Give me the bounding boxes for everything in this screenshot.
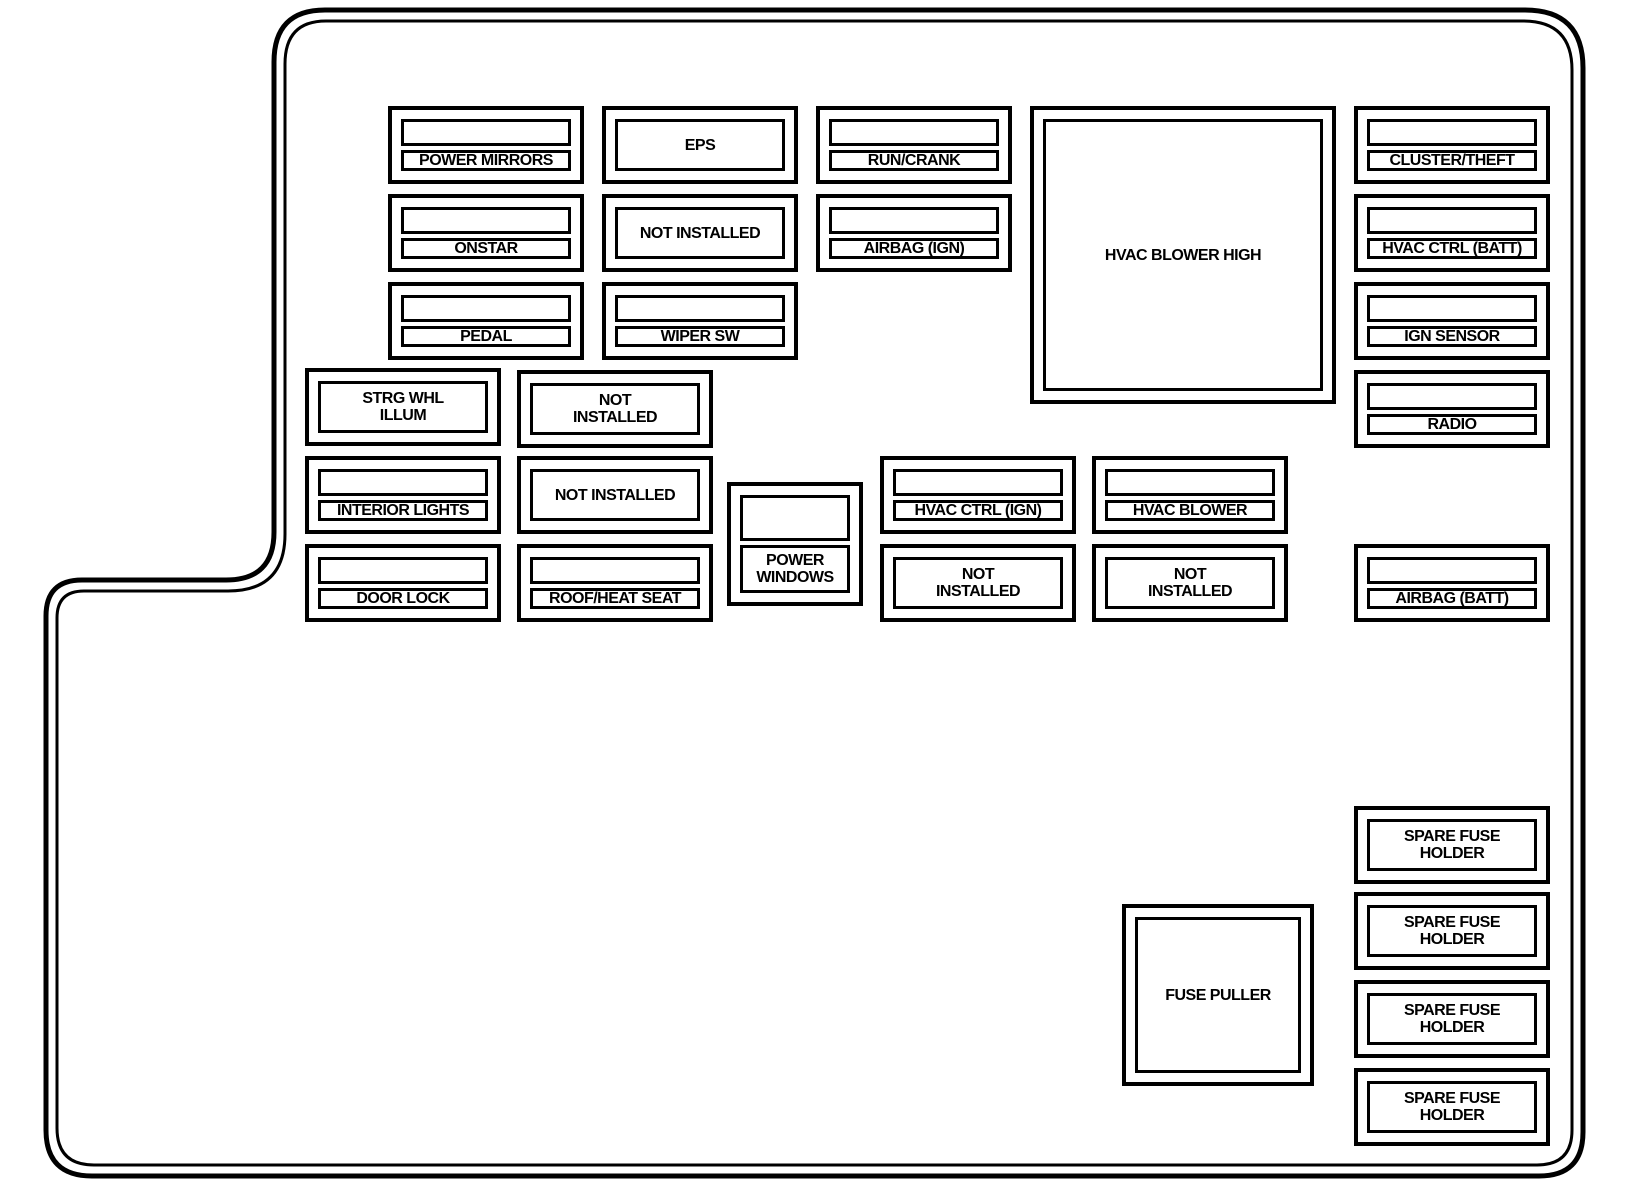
spare-fuse-holder: SPARE FUSE HOLDER: [1354, 892, 1550, 970]
fuse-label: WIPER SW: [615, 326, 785, 347]
fuse-power-mirrors: POWER MIRRORS: [388, 106, 584, 184]
fuse-label: NOT INSTALLED: [530, 383, 700, 435]
fuse-hvac-ctrl-batt: HVAC CTRL (BATT): [1354, 194, 1550, 272]
fuse-not-installed: NOT INSTALLED: [880, 544, 1076, 622]
fuse-slot: [1367, 119, 1537, 146]
fuse-label: RUN/CRANK: [829, 150, 999, 171]
fuse-slot: [615, 295, 785, 322]
fuse-label: INTERIOR LIGHTS: [318, 500, 488, 521]
fuse-label: CLUSTER/THEFT: [1367, 150, 1537, 171]
fuse-label: NOT INSTALLED: [893, 557, 1063, 609]
fuse-roof-heat-seat: ROOF/HEAT SEAT: [517, 544, 713, 622]
fuse-airbag-ign: AIRBAG (IGN): [816, 194, 1012, 272]
fuse-label: AIRBAG (BATT): [1367, 588, 1537, 609]
fuse-puller[interactable]: FUSE PULLER: [1122, 904, 1314, 1086]
fuse-label: IGN SENSOR: [1367, 326, 1537, 347]
fuse-slot: [740, 495, 850, 541]
fuse-label: HVAC BLOWER: [1105, 500, 1275, 521]
spare-fuse-holder: SPARE FUSE HOLDER: [1354, 806, 1550, 884]
fuse-not-installed: NOT INSTALLED: [517, 456, 713, 534]
spare-fuse-holder: SPARE FUSE HOLDER: [1354, 1068, 1550, 1146]
fuse-label: SPARE FUSE HOLDER: [1367, 1081, 1537, 1133]
fuse-door-lock: DOOR LOCK: [305, 544, 501, 622]
fuse-hvac-blower: HVAC BLOWER: [1092, 456, 1288, 534]
fuse-label: HVAC BLOWER HIGH: [1043, 119, 1323, 391]
fuse-run-crank: RUN/CRANK: [816, 106, 1012, 184]
fuse-label: SPARE FUSE HOLDER: [1367, 905, 1537, 957]
fuse-slot: [829, 207, 999, 234]
fuse-label: ROOF/HEAT SEAT: [530, 588, 700, 609]
fuse-slot: [1367, 207, 1537, 234]
fuse-not-installed: NOT INSTALLED: [517, 370, 713, 448]
fuse-slot: [401, 295, 571, 322]
fuse-slot: [829, 119, 999, 146]
fuse-slot: [401, 119, 571, 146]
fuse-label: PEDAL: [401, 326, 571, 347]
fuse-label: FUSE PULLER: [1135, 917, 1301, 1073]
fuse-label: SPARE FUSE HOLDER: [1367, 819, 1537, 871]
fuse-slot: [530, 557, 700, 584]
fuse-label: SPARE FUSE HOLDER: [1367, 993, 1537, 1045]
fuse-slot: [1367, 557, 1537, 584]
fuse-power-windows: POWER WINDOWS: [727, 482, 863, 606]
fuse-slot: [893, 469, 1063, 496]
fuse-interior-lights: INTERIOR LIGHTS: [305, 456, 501, 534]
fuse-slot: [1367, 295, 1537, 322]
fuse-slot: [1105, 469, 1275, 496]
fuse-label: NOT INSTALLED: [615, 207, 785, 259]
fuse-label: AIRBAG (IGN): [829, 238, 999, 259]
fuse-label: HVAC CTRL (IGN): [893, 500, 1063, 521]
fuse-radio: RADIO: [1354, 370, 1550, 448]
fuse-slot: [318, 469, 488, 496]
fuse-label: DOOR LOCK: [318, 588, 488, 609]
fuse-pedal: PEDAL: [388, 282, 584, 360]
fuse-label: STRG WHL ILLUM: [318, 381, 488, 433]
spare-fuse-holder: SPARE FUSE HOLDER: [1354, 980, 1550, 1058]
fuse-label: RADIO: [1367, 414, 1537, 435]
fuse-not-installed: NOT INSTALLED: [602, 194, 798, 272]
fuse-label: EPS: [615, 119, 785, 171]
fuse-label: ONSTAR: [401, 238, 571, 259]
fuse-wiper-sw: WIPER SW: [602, 282, 798, 360]
fuse-airbag-batt: AIRBAG (BATT): [1354, 544, 1550, 622]
fuse-label: POWER WINDOWS: [740, 545, 850, 593]
fuse-label: POWER MIRRORS: [401, 150, 571, 171]
fuse-ign-sensor: IGN SENSOR: [1354, 282, 1550, 360]
fuse-label: HVAC CTRL (BATT): [1367, 238, 1537, 259]
fuse-slot: [318, 557, 488, 584]
relay-hvac-blower-high: HVAC BLOWER HIGH: [1030, 106, 1336, 404]
fuse-cluster-theft: CLUSTER/THEFT: [1354, 106, 1550, 184]
fuse-slot: [1367, 383, 1537, 410]
fuse-strg-whl-illum: STRG WHL ILLUM: [305, 368, 501, 446]
fuse-slot: [401, 207, 571, 234]
fuse-label: NOT INSTALLED: [1105, 557, 1275, 609]
fuse-not-installed: NOT INSTALLED: [1092, 544, 1288, 622]
fuse-label: NOT INSTALLED: [530, 469, 700, 521]
fuse-eps: EPS: [602, 106, 798, 184]
fuse-onstar: ONSTAR: [388, 194, 584, 272]
fuse-hvac-ctrl-ign: HVAC CTRL (IGN): [880, 456, 1076, 534]
